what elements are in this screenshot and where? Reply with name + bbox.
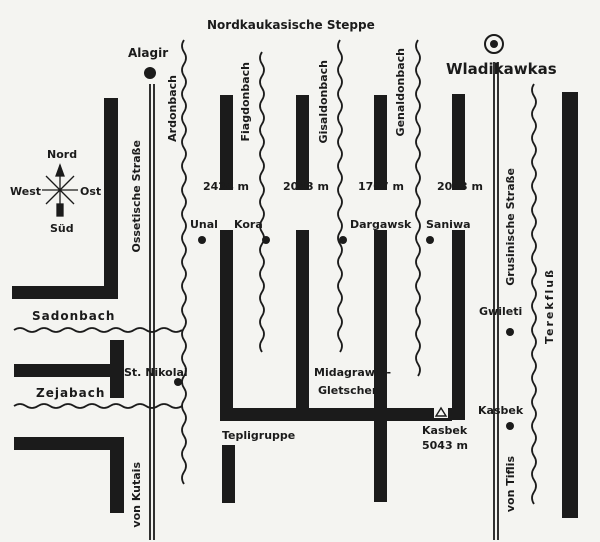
compass-west: West bbox=[10, 185, 42, 198]
range-east bbox=[562, 92, 578, 518]
compass-east: Ost bbox=[80, 185, 102, 198]
range-gisaldon bbox=[296, 95, 309, 190]
range-west-horizontal bbox=[12, 286, 118, 299]
range-gisaldon-south bbox=[296, 230, 309, 410]
compass-north: Nord bbox=[47, 148, 78, 161]
place-gletscher: Gletscher bbox=[318, 384, 378, 397]
place-gwileti: Gwileti bbox=[479, 305, 523, 318]
compass-rose-icon bbox=[42, 163, 78, 217]
river-ardon bbox=[181, 39, 187, 485]
label-von-kutais: von Kutais bbox=[130, 462, 143, 528]
dot-alagir bbox=[144, 67, 156, 79]
dot-dargawsk bbox=[339, 236, 347, 244]
label-von-tiflis: von Tiflis bbox=[504, 456, 517, 513]
river-gisaldon bbox=[337, 39, 343, 353]
rivers-layer bbox=[13, 39, 537, 505]
label-terekfluss: Terekfluß bbox=[543, 268, 556, 345]
range-genaldon bbox=[374, 95, 387, 190]
river-fiagdon bbox=[259, 51, 265, 353]
map-title: Nordkaukasische Steppe bbox=[207, 18, 375, 32]
place-kasbek-town: Kasbek bbox=[478, 404, 524, 417]
label-ossetische-strasse: Ossetische Straße bbox=[130, 140, 143, 253]
place-dargawsk: Dargawsk bbox=[350, 218, 412, 231]
elevation-2043: 2043 m bbox=[283, 180, 329, 193]
range-saniwa bbox=[452, 94, 465, 190]
range-saniwa-south bbox=[452, 230, 465, 420]
river-zeja bbox=[13, 403, 183, 409]
dot-gwileti bbox=[506, 328, 514, 336]
elevation-1707: 1707 m bbox=[358, 180, 404, 193]
place-kasbek-peak: Kasbek bbox=[422, 424, 468, 437]
dot-saniwa bbox=[426, 236, 434, 244]
place-midagrawin: Midagrawin- bbox=[314, 366, 392, 379]
range-middle-horizontal bbox=[14, 364, 110, 377]
compass-south: Süd bbox=[50, 222, 74, 235]
place-unal: Unal bbox=[190, 218, 218, 231]
city-alagir: Alagir bbox=[128, 46, 169, 60]
river-terek bbox=[531, 83, 537, 505]
label-grusinische-strasse: Grusinische Straße bbox=[504, 168, 517, 286]
dot-unal bbox=[198, 236, 206, 244]
label-zejabach: Zejabach bbox=[36, 386, 106, 400]
range-genaldon-south bbox=[374, 230, 387, 502]
label-sadonbach: Sadonbach bbox=[32, 309, 116, 323]
place-kasbek-height: 5043 m bbox=[422, 439, 468, 452]
range-tepli bbox=[222, 445, 235, 503]
range-south-horizontal bbox=[14, 437, 124, 450]
place-tepligruppe: Tepligruppe bbox=[222, 429, 296, 442]
river-genaldon bbox=[415, 39, 421, 377]
place-kora: Kora bbox=[234, 218, 263, 231]
label-fiagdonbach: Fiagdonbach bbox=[239, 62, 252, 142]
label-genaldonbach: Genaldonbach bbox=[394, 48, 407, 137]
dot-kora bbox=[262, 236, 270, 244]
label-gisaldonbach: Gisaldonbach bbox=[317, 60, 330, 144]
place-saniwa: Saniwa bbox=[426, 218, 471, 231]
kasbek-peak-icon bbox=[434, 406, 448, 418]
elevation-2424: 2424 m bbox=[203, 180, 249, 193]
city-wladikawkas: Wladikawkas bbox=[446, 60, 557, 78]
label-ardonbach: Ardonbach bbox=[166, 75, 179, 142]
place-st-nikolai: St. Nikolai bbox=[124, 366, 188, 379]
range-south-vertical bbox=[110, 437, 124, 513]
range-main-ridge bbox=[220, 408, 452, 421]
range-west-vertical bbox=[104, 98, 118, 298]
range-fiagdon bbox=[220, 95, 233, 190]
range-fiagdon-south bbox=[220, 230, 233, 420]
wladikawkas-marker-icon bbox=[484, 34, 504, 54]
dot-kasbek-town bbox=[506, 422, 514, 430]
range-middle-vertical bbox=[110, 340, 124, 398]
elevation-2053: 2053 m bbox=[437, 180, 483, 193]
river-sadon bbox=[13, 327, 183, 333]
dot-st-nikolai bbox=[174, 378, 182, 386]
